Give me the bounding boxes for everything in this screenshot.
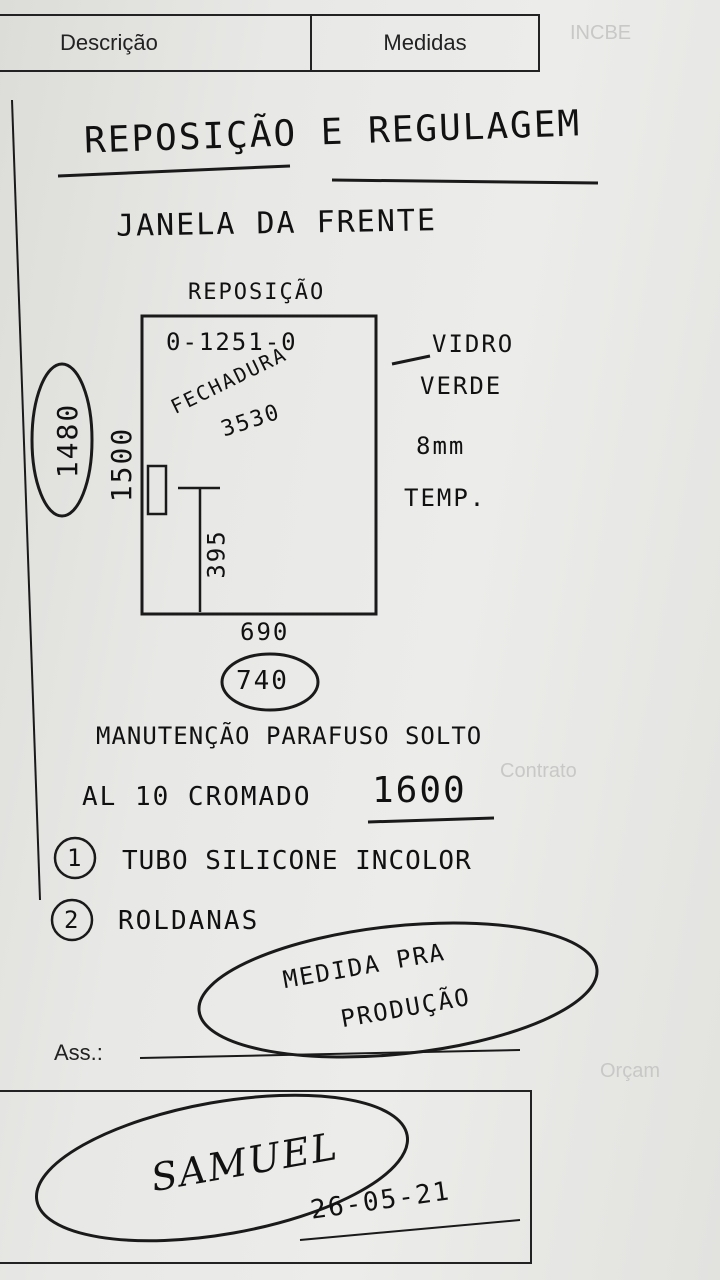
item2-number: 2	[64, 906, 81, 934]
glass-leader	[391, 354, 431, 366]
item2-circle	[50, 898, 94, 942]
header-table: Descrição Medidas	[0, 14, 540, 72]
lock-notch	[146, 464, 168, 516]
signature-box	[0, 1090, 532, 1264]
measures-header: Medidas	[383, 30, 467, 55]
signature-label: Ass.:	[54, 1040, 103, 1065]
item1-number: 1	[67, 844, 84, 872]
profile-underline	[367, 816, 495, 824]
signature-oval	[35, 1093, 409, 1243]
item1-circle	[53, 836, 97, 880]
width: 690	[240, 618, 290, 646]
inner-height: 395	[202, 529, 231, 579]
glass-line-2: VERDE	[420, 372, 503, 400]
height-circle	[30, 362, 94, 518]
glass-line-4: TEMP.	[404, 484, 487, 512]
diagram-label: REPOSIÇÃO	[188, 280, 326, 305]
subtitle: JANELA DA FRENTE	[115, 203, 438, 244]
ghost-text: INCBE	[570, 22, 632, 44]
profile-number: 1600	[372, 770, 467, 811]
note-oval	[197, 921, 599, 1059]
item2-text: ROLDANAS	[118, 906, 260, 936]
height: 1500	[105, 426, 139, 503]
date-underline	[299, 1219, 521, 1241]
item1-text: TUBO SILICONE INCOLOR	[122, 846, 472, 876]
title-underline-left	[57, 164, 291, 178]
code: 0-1251-0	[166, 328, 298, 356]
signature-line	[139, 1049, 521, 1059]
description-header: Descrição	[0, 16, 312, 70]
ghost-text: Orçam	[600, 1060, 660, 1082]
glass-line-3: 8mm	[416, 432, 466, 460]
glass-line-1: VIDRO	[432, 330, 515, 358]
width-circle	[220, 652, 320, 712]
margin-line	[11, 99, 41, 901]
height-circled: 1480	[51, 402, 85, 479]
profile-note: AL 10 CROMADO	[82, 782, 312, 812]
window-outline	[140, 314, 378, 616]
title-underline-right	[331, 178, 599, 185]
maintenance-note: MANUTENÇÃO PARAFUSO SOLTO	[96, 722, 483, 750]
ghost-text: Contrato	[500, 760, 577, 782]
width-circled: 740	[236, 666, 289, 696]
